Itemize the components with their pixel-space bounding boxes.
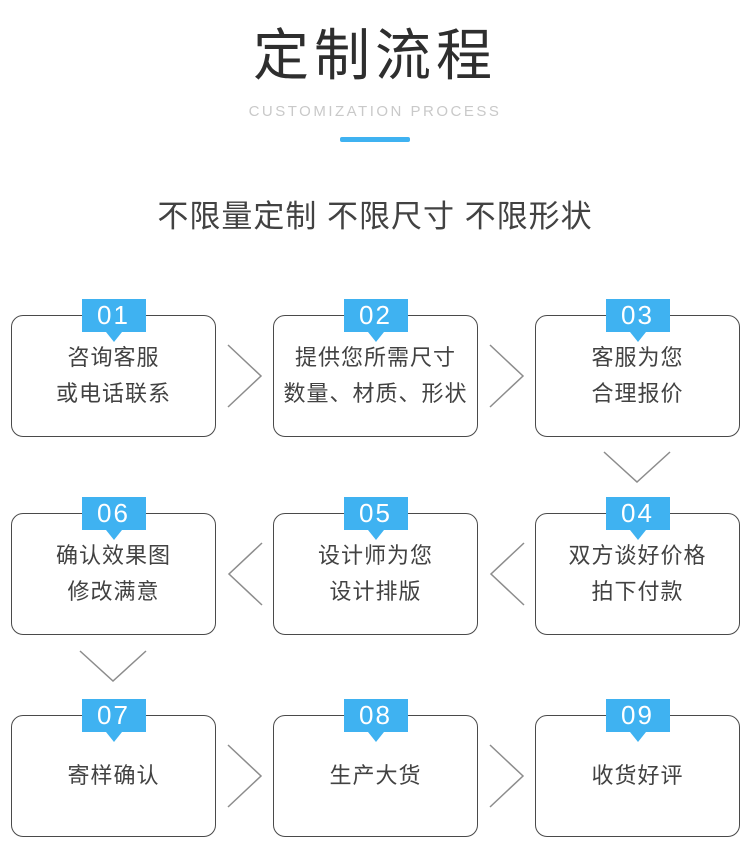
- arrow-left-icon: [489, 542, 525, 606]
- step-text-line: 双方谈好价格: [568, 543, 707, 568]
- step-box-04: 04 双方谈好价格 拍下付款: [535, 497, 740, 635]
- step-number-badge: 06: [81, 497, 146, 530]
- step-number-badge: 07: [81, 699, 146, 732]
- step-box-01: 01 咨询客服 或电话联系: [11, 299, 216, 437]
- step-text-line: 修改满意: [67, 579, 160, 604]
- arrow-right-icon: [489, 344, 525, 408]
- arrow-down-icon: [603, 451, 671, 483]
- arrow-down-icon: [79, 650, 147, 682]
- step-number-badge: 01: [81, 299, 146, 332]
- step-box-02: 02 提供您所需尺寸 数量、材质、形状: [273, 299, 478, 437]
- step-number-badge: 02: [343, 299, 408, 332]
- step-box-03: 03 客服为您 合理报价: [535, 299, 740, 437]
- step-text-line: 客服为您: [591, 345, 684, 370]
- arrow-right-icon: [227, 344, 263, 408]
- step-text-line: 设计师为您: [317, 543, 433, 568]
- step-number-badge: 08: [343, 699, 408, 732]
- step-text-line: 合理报价: [591, 381, 684, 406]
- step-number-badge: 05: [343, 497, 408, 530]
- step-text-line: 拍下付款: [591, 579, 684, 604]
- step-box-07: 07 寄样确认: [11, 699, 216, 837]
- step-text-line: 收货好评: [591, 763, 684, 788]
- step-box-09: 09 收货好评: [535, 699, 740, 837]
- step-text-line: 设计排版: [329, 579, 422, 604]
- step-text-line: 寄样确认: [67, 763, 160, 788]
- step-box-05: 05 设计师为您 设计排版: [273, 497, 478, 635]
- step-text-line: 数量、材质、形状: [283, 381, 468, 406]
- page-title: 定制流程: [253, 24, 497, 87]
- step-box-08: 08 生产大货: [273, 699, 478, 837]
- step-number-badge: 03: [605, 299, 670, 332]
- step-text-line: 确认效果图: [55, 543, 171, 568]
- step-text-line: 生产大货: [329, 763, 422, 788]
- step-text-line: 咨询客服: [67, 345, 160, 370]
- arrow-right-icon: [489, 744, 525, 808]
- arrow-right-icon: [227, 744, 263, 808]
- step-text-line: 提供您所需尺寸: [294, 345, 456, 370]
- page-subtitle: CUSTOMIZATION PROCESS: [248, 103, 502, 120]
- arrow-left-icon: [227, 542, 263, 606]
- step-text-line: 或电话联系: [55, 381, 171, 406]
- tagline: 不限量定制 不限尺寸 不限形状: [157, 199, 593, 234]
- step-number-badge: 04: [605, 497, 670, 530]
- accent-divider: [340, 137, 410, 142]
- step-number-badge: 09: [605, 699, 670, 732]
- step-box-06: 06 确认效果图 修改满意: [11, 497, 216, 635]
